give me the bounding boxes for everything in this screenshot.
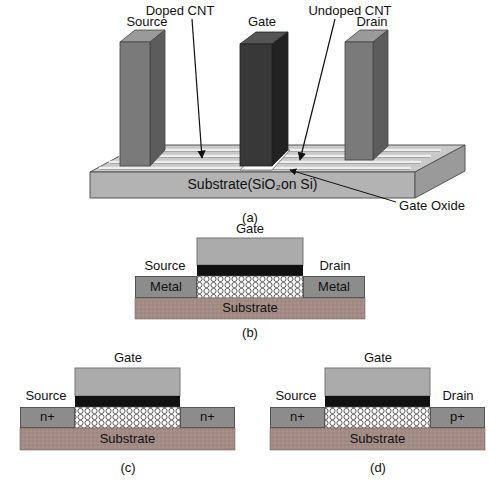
panel-label: (d): [370, 461, 386, 475]
region-text: Substrate: [350, 432, 406, 446]
region-text: Metal: [318, 280, 350, 294]
region-text: p+: [450, 410, 465, 424]
terminal-label: Source: [144, 259, 185, 273]
panel-label: (b): [242, 326, 258, 340]
metal-contact: Metal: [303, 276, 365, 298]
component-label: Gate Oxide: [399, 199, 465, 213]
doped-region: p+: [430, 407, 485, 428]
metal-contact: Metal: [135, 276, 197, 298]
region-text: n+: [200, 410, 215, 424]
substrate-layer: Substrate: [270, 428, 485, 450]
terminal-label: Source: [275, 389, 316, 403]
terminal-label: Drain: [356, 15, 387, 29]
doped-region: n+: [270, 407, 325, 428]
terminal-label: Drain: [442, 389, 473, 403]
region-text: n+: [40, 410, 55, 424]
region-text: n+: [290, 410, 305, 424]
terminal-label: Gate: [114, 351, 142, 365]
region-text: Metal: [150, 280, 182, 294]
region-text: Substrate: [222, 301, 278, 315]
terminal-label: Source: [25, 389, 66, 403]
panel-label: (c): [120, 461, 135, 475]
region-text: Substrate(SiO₂on Si): [188, 177, 318, 192]
terminal-label: Gate: [236, 222, 264, 236]
terminal-label: Gate: [364, 351, 392, 365]
terminal-label: Drain: [319, 259, 350, 273]
doped-region: n+: [20, 407, 75, 428]
substrate-layer: Substrate: [20, 428, 235, 450]
doped-region: n+: [180, 407, 235, 428]
region-text: Substrate: [100, 432, 156, 446]
terminal-label: Source: [126, 15, 167, 29]
terminal-label: Gate: [248, 15, 276, 29]
substrate-layer: Substrate: [135, 298, 365, 319]
substrate-slab: Substrate(SiO₂on Si): [90, 172, 415, 198]
